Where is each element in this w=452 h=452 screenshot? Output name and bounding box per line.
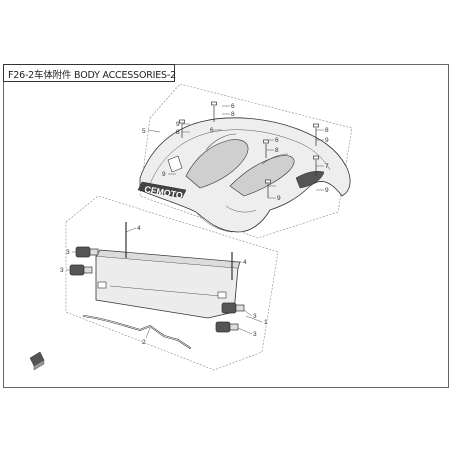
clamp-knobs [69, 246, 245, 333]
callout-8a: 8 [231, 111, 235, 118]
callout-2: 2 [142, 339, 146, 346]
callout-7: 7 [325, 163, 329, 170]
long-bolts [125, 222, 233, 280]
callout-3b: 3 [60, 267, 64, 274]
cover-screws [179, 101, 319, 198]
leader-lines [66, 105, 324, 339]
body-cover-part: CFMOTO [137, 117, 351, 233]
callout-6c: 6 [275, 137, 279, 144]
logo-plate [137, 181, 187, 199]
title-box: F26-2车体附件 BODY ACCESSORIES-2 [3, 64, 176, 82]
callout-6a: 6 [231, 103, 235, 110]
callout-3d: 3 [253, 331, 257, 338]
callout-6b: 6 [210, 127, 214, 134]
callout-1: 1 [264, 319, 268, 326]
bracket-plate-part [95, 249, 241, 319]
orientation-icon [29, 351, 45, 371]
callout-5: 5 [142, 128, 146, 135]
callout-9d: 9 [277, 195, 281, 202]
callout-3c: 3 [253, 313, 257, 320]
callout-9-left: 9 [162, 171, 166, 178]
callout-4b: 4 [243, 259, 247, 266]
callout-9b: 9 [325, 137, 329, 144]
callout-8c: 8 [275, 147, 279, 154]
callout-9a: 9 [176, 121, 180, 128]
upper-assembly-boundary [139, 83, 353, 239]
support-rod-part [83, 315, 191, 349]
callout-3a: 3 [66, 249, 70, 256]
callout-8d: 8 [325, 127, 329, 134]
callout-8b: 8 [176, 129, 180, 136]
callout-4a: 4 [137, 225, 141, 232]
diagram-title: F26-2车体附件 BODY ACCESSORIES-2 [8, 70, 176, 81]
callout-9c: 9 [325, 187, 329, 194]
diagram-frame [3, 64, 449, 388]
